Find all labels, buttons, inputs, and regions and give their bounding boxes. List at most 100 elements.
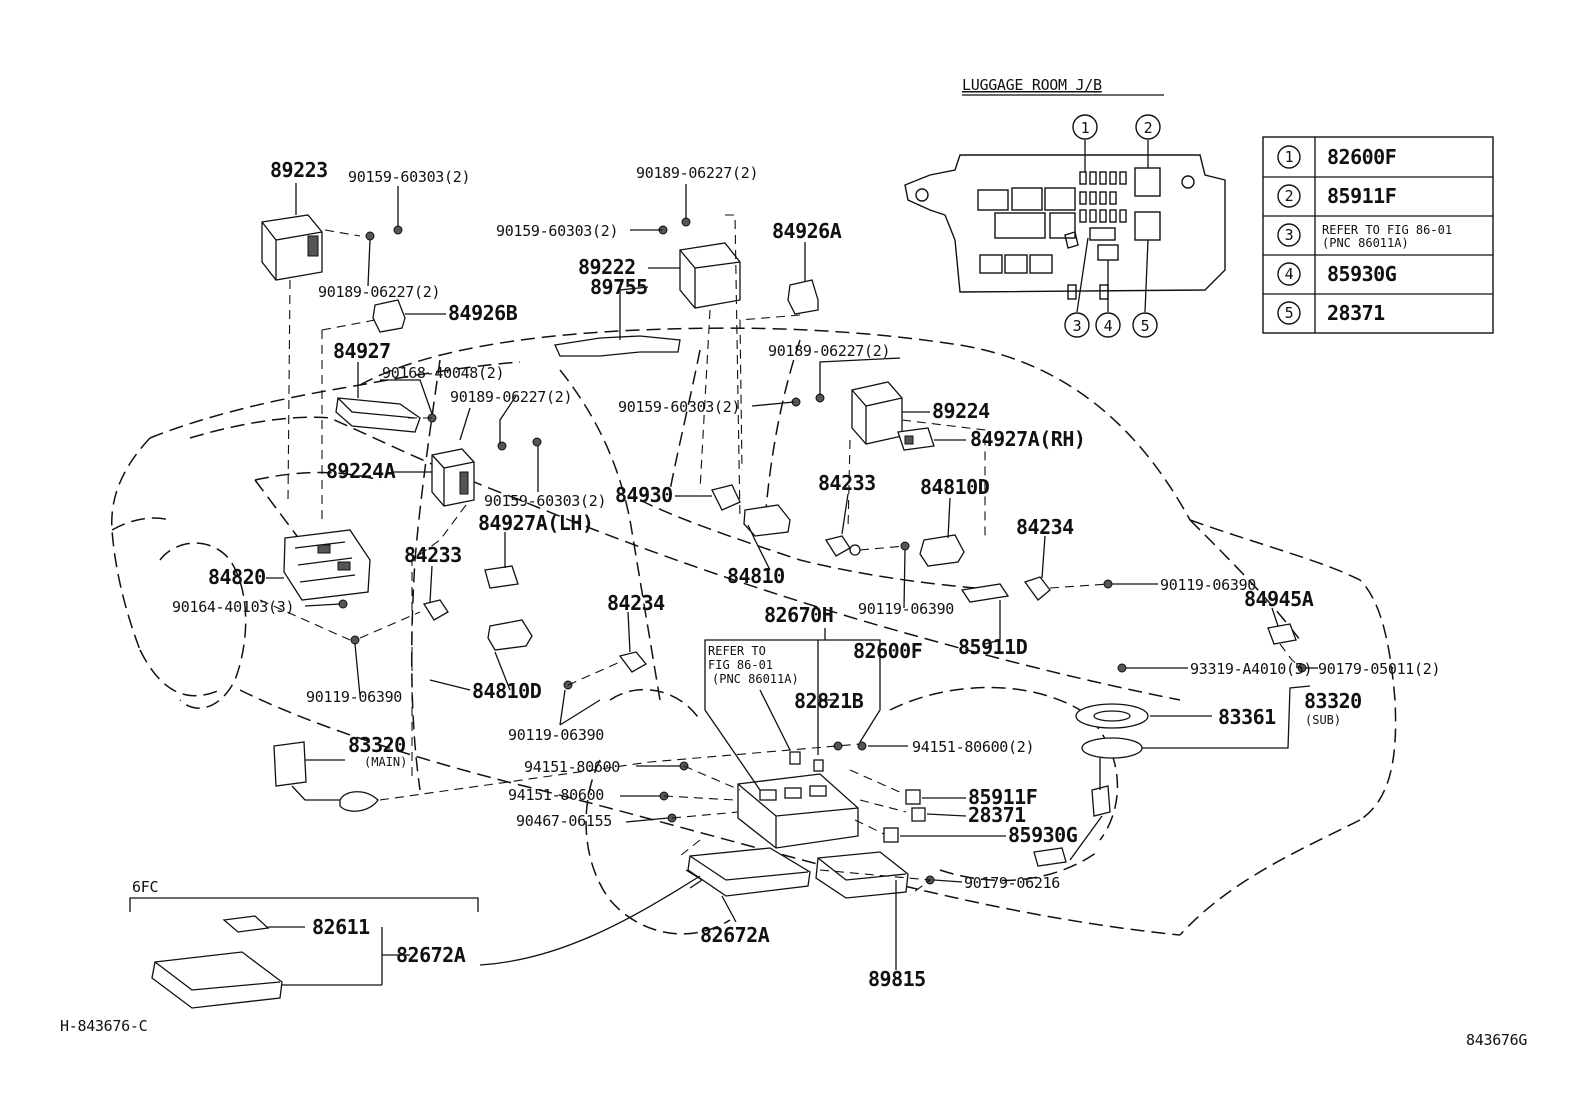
cover-82611-shape <box>222 915 270 933</box>
luggage-jb-title: LUGGAGE ROOM J/B <box>962 76 1102 94</box>
note-refer-1: REFER TO <box>708 644 766 658</box>
legend-row-4: 4 85930G <box>1277 262 1397 286</box>
footer-right-code: 843676G <box>1466 1031 1527 1049</box>
label-89224A: 89224A <box>326 459 396 483</box>
label-b21: 90179-06216 <box>964 874 1060 892</box>
car-body-outline <box>111 327 1397 936</box>
label-b11: 90119-06390 <box>1160 576 1256 594</box>
label-84233-r: 84233 <box>818 471 876 495</box>
label-b7: 90189-06227(2) <box>450 388 572 406</box>
svg-text:REFER TO FIG 86-01: REFER TO FIG 86-01 <box>1322 223 1452 237</box>
label-83361: 83361 <box>1218 705 1276 729</box>
sensor-84233-r-shape <box>824 535 861 557</box>
switch-84810-shape <box>743 504 791 537</box>
label-83320-sub: 83320 <box>1304 689 1362 713</box>
label-84233-l: 84233 <box>404 543 462 567</box>
leader-lines <box>129 183 1318 986</box>
relay-28371-shape <box>911 807 926 822</box>
label-84234-c: 84234 <box>607 591 665 615</box>
label-85911F: 85911F <box>968 785 1037 809</box>
label-b13: 90119-06390 <box>306 688 402 706</box>
computer-89222-shape <box>679 242 741 309</box>
label-89755: 89755 <box>590 275 648 299</box>
sensor-84234-r-shape <box>1023 576 1051 601</box>
label-82670H: 82670H <box>764 603 833 627</box>
jb-callout-3: 3 <box>1064 312 1090 338</box>
label-84820: 84820 <box>208 565 266 589</box>
svg-text:4: 4 <box>1285 265 1294 283</box>
sensor-84945A-shape <box>1267 623 1297 645</box>
note-refer-2: FIG 86-01 <box>708 658 773 672</box>
svg-text:85911F: 85911F <box>1327 184 1396 208</box>
label-b17: 94151-80600(2) <box>912 738 1034 756</box>
footer: H-843676-C 843676G <box>60 1017 1528 1049</box>
relay-85911F-shape <box>905 789 921 805</box>
svg-text:3: 3 <box>1285 226 1294 244</box>
label-89815: 89815 <box>868 967 926 991</box>
gauge-83320-sub-shape <box>1033 737 1143 867</box>
label-b18: 94151-80600 <box>524 758 620 776</box>
note-6fc: 6FC <box>132 878 158 896</box>
module-84927-shape <box>335 397 421 433</box>
label-84930: 84930 <box>615 483 673 507</box>
label-b6: 90168-40048(2) <box>382 364 504 382</box>
sensor-84234-c-shape <box>618 651 647 673</box>
svg-text:3: 3 <box>1073 317 1082 335</box>
label-84927A-lh: 84927A(LH) <box>478 511 593 535</box>
label-b8: 90159-60303(2) <box>618 398 740 416</box>
switch-84926A-shape <box>787 279 819 315</box>
label-84926A: 84926A <box>772 219 842 243</box>
label-84234-r: 84234 <box>1016 515 1074 539</box>
svg-text:(PNC 86011A): (PNC 86011A) <box>1322 236 1409 250</box>
legend-row-5: 5 28371 <box>1277 301 1386 325</box>
fuse-82600F-shape <box>789 751 801 765</box>
switch-84810D-r-shape <box>919 534 965 567</box>
ecu-82672A-inset-shape <box>151 951 283 1009</box>
computer-89224-shape <box>851 381 903 445</box>
label-b20: 90467-06155 <box>516 812 612 830</box>
label-84927A-rh: 84927A(RH) <box>970 427 1085 451</box>
label-b9: 90159-60303(2) <box>484 492 606 510</box>
luggage-room-jb: LUGGAGE ROOM J/B <box>904 76 1226 338</box>
svg-text:2: 2 <box>1144 119 1153 137</box>
label-82611: 82611 <box>312 915 370 939</box>
label-28371: 28371 <box>968 803 1026 827</box>
svg-text:5: 5 <box>1285 304 1294 322</box>
label-89223: 89223 <box>270 158 328 182</box>
label-b14: 90119-06390 <box>508 726 604 744</box>
bracket-89755-shape <box>554 335 681 357</box>
notes: REFER TO FIG 86-01 (PNC 86011A) (MAIN) (… <box>132 644 1341 896</box>
label-85930G: 85930G <box>1008 823 1078 847</box>
label-82672A-l: 82672A <box>396 943 466 967</box>
label-b10: 90164-40103(3) <box>172 598 294 616</box>
label-83320-main: 83320 <box>348 733 406 757</box>
jb-callout-5: 5 <box>1132 312 1158 338</box>
footer-left-code: H-843676-C <box>60 1017 147 1035</box>
label-84926B: 84926B <box>448 301 518 325</box>
svg-text:2: 2 <box>1285 187 1294 205</box>
jb-callout-2: 2 <box>1135 114 1161 140</box>
computer-89223-shape <box>261 214 323 281</box>
switch-84927A-lh-shape <box>484 565 519 589</box>
ecu-82672A-c-shape <box>687 847 811 897</box>
sensor-84233-l-shape <box>422 599 449 621</box>
label-85911D: 85911D <box>958 635 1028 659</box>
switch-84930-shape <box>711 484 741 511</box>
svg-text:1: 1 <box>1285 148 1294 166</box>
label-b4: 90159-60303(2) <box>496 222 618 240</box>
label-b5: 90189-06227(2) <box>768 342 890 360</box>
label-b12: 90119-06390 <box>858 600 954 618</box>
legend-row-3: 3 REFER TO FIG 86-01 (PNC 86011A) <box>1277 223 1452 250</box>
label-84810: 84810 <box>727 564 785 588</box>
label-b15: 93319-A4010(5) <box>1190 660 1312 678</box>
note-main: (MAIN) <box>364 755 407 769</box>
label-89222: 89222 <box>578 255 636 279</box>
label-b16: 90179-05011(2) <box>1318 660 1440 678</box>
legend-row-1: 1 82600F <box>1277 145 1397 169</box>
fasteners <box>338 217 1307 885</box>
label-82600F: 82600F <box>853 639 922 663</box>
computer-89224A-shape <box>431 448 475 507</box>
junction-block-82670H-shape <box>737 773 859 849</box>
svg-text:82600F: 82600F <box>1327 145 1396 169</box>
